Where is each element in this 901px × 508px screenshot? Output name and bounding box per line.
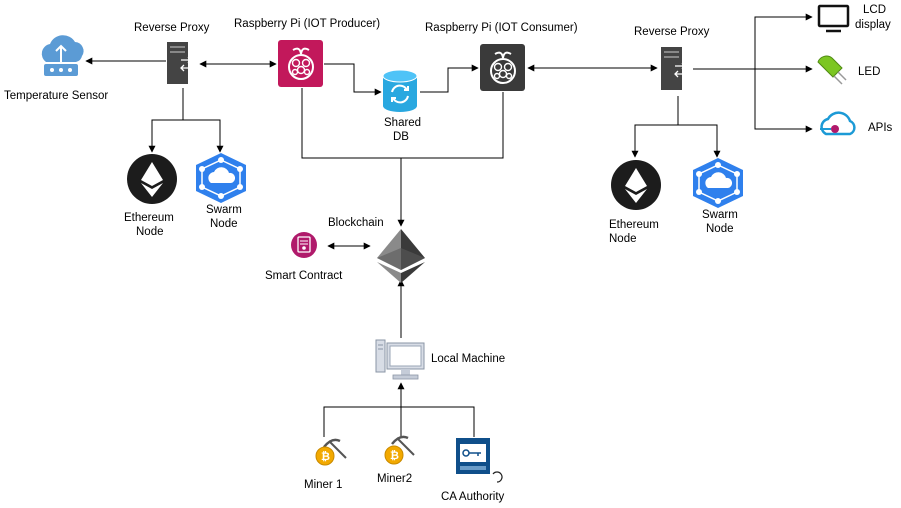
connectors — [85, 13, 813, 437]
blockchain-label: Blockchain — [328, 217, 384, 229]
desktop-computer-icon — [375, 339, 425, 380]
ethereum-icon — [611, 160, 661, 210]
apis-label: APIs — [868, 122, 893, 134]
edge-to-apis — [754, 69, 813, 133]
reverse-proxy-right-label: Reverse Proxy — [634, 26, 710, 38]
edge-to-lcd — [754, 13, 813, 69]
edge-pis-to-blockchain — [301, 88, 504, 159]
cloud-sensor-icon — [41, 35, 84, 76]
raspberry-pi-icon — [278, 40, 323, 87]
monitor-icon — [817, 4, 850, 33]
certificate-authority-icon — [456, 438, 503, 483]
edge-proxy-to-ethereum-left — [148, 88, 184, 153]
edge-proxy-right-to-swarm — [678, 124, 721, 158]
edge-pi-producer-to-db — [324, 63, 382, 96]
miner1-label: Miner 1 — [304, 479, 342, 491]
lcd-label-2: display — [855, 19, 891, 31]
miner2-label: Miner2 — [377, 473, 412, 485]
ethereum-node-right-label-2: Node — [609, 233, 637, 245]
temperature-sensor-label: Temperature Sensor — [4, 90, 108, 102]
smart-contract-icon — [291, 232, 317, 258]
bitcoin-miner-icon: ₿ — [315, 438, 347, 466]
svg-text:₿: ₿ — [321, 451, 330, 463]
raspberry-pi-icon — [480, 44, 525, 91]
shared-db-label-1: Shared — [384, 117, 421, 129]
blockchain-ethereum-icon — [377, 229, 425, 283]
swarm-node-left-label-2: Node — [210, 218, 238, 230]
swarm-network-icon — [196, 153, 246, 203]
edge-proxy-right-to-ethereum — [631, 96, 679, 158]
ca-authority-label: CA Authority — [441, 491, 505, 503]
edge-proxy-to-swarm-left — [183, 119, 224, 153]
swarm-node-right-label-1: Swarm — [702, 209, 738, 221]
pi-consumer-label: Raspberry Pi (IOT Consumer) — [425, 22, 578, 34]
edge-db-to-pi-consumer — [420, 64, 479, 93]
svg-text:₿: ₿ — [390, 450, 399, 462]
ethereum-node-right-label-1: Ethereum — [609, 219, 659, 231]
database-sync-icon — [382, 69, 418, 112]
pi-producer-label: Raspberry Pi (IOT Producer) — [234, 18, 380, 30]
ethereum-icon — [127, 154, 177, 204]
smart-contract-label: Smart Contract — [265, 270, 343, 282]
lcd-label-1: LCD — [863, 4, 886, 16]
led-icon — [817, 55, 847, 85]
edge-miners-to-local — [323, 406, 475, 437]
ethereum-node-left-label-2: Node — [136, 226, 164, 238]
ethereum-node-left-label-1: Ethereum — [124, 212, 174, 224]
bitcoin-miner-icon: ₿ — [384, 435, 415, 465]
swarm-node-right-label-2: Node — [706, 223, 734, 235]
swarm-network-icon — [693, 158, 743, 208]
led-label: LED — [858, 66, 880, 78]
server-proxy-icon — [167, 42, 192, 84]
reverse-proxy-left-label: Reverse Proxy — [134, 22, 210, 34]
cloud-api-icon — [820, 111, 856, 136]
swarm-node-left-label-1: Swarm — [206, 204, 242, 216]
shared-db-label-2: DB — [393, 131, 409, 143]
local-machine-label: Local Machine — [431, 353, 505, 365]
server-proxy-icon — [661, 47, 686, 90]
